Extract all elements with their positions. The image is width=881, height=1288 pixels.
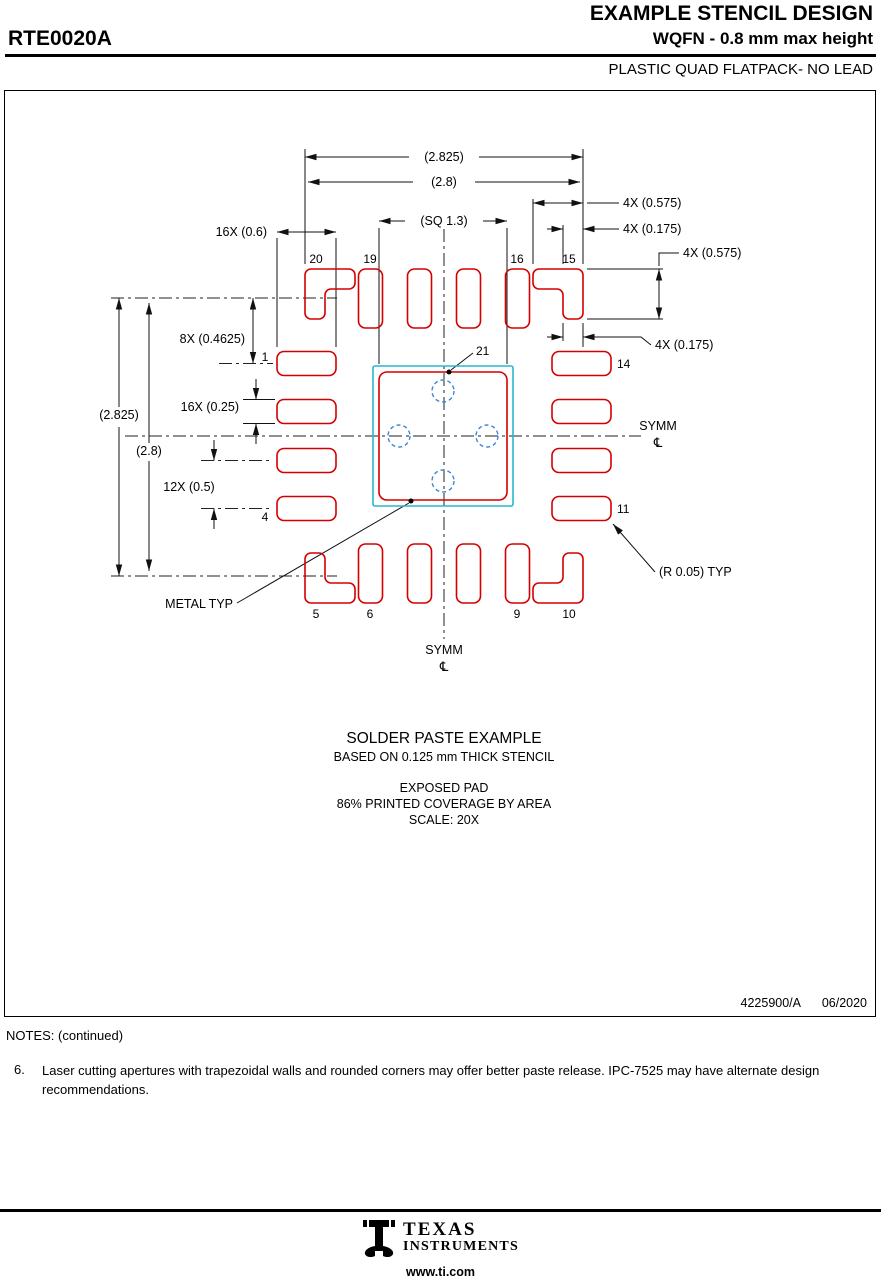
aperture-right-4 bbox=[551, 495, 612, 522]
pin-label-6: 6 bbox=[367, 607, 374, 621]
centerline-symbol-bottom: ℄ bbox=[439, 660, 449, 675]
part-number: RTE0020A bbox=[8, 27, 112, 50]
corner-aperture-pin5 bbox=[304, 552, 356, 604]
pin-label-15: 15 bbox=[562, 252, 576, 266]
leader-dot-pin21 bbox=[446, 369, 452, 375]
caption-title: SOLDER PASTE EXAMPLE bbox=[346, 730, 541, 747]
metal-typ-label: METAL TYP bbox=[165, 597, 233, 611]
dim-corner-top-width: 4X (0.175) bbox=[623, 222, 681, 236]
exposed-pad-aperture bbox=[378, 371, 508, 501]
caption-line1: BASED ON 0.125 mm THICK STENCIL bbox=[334, 750, 555, 764]
package-height-subtitle: WQFN - 0.8 mm max height bbox=[652, 29, 873, 48]
page-title: EXAMPLE STENCIL DESIGN bbox=[589, 2, 873, 25]
aperture-top-3 bbox=[455, 268, 482, 329]
aperture-left-4 bbox=[276, 495, 337, 522]
aperture-bottom-1 bbox=[357, 543, 384, 604]
pin-label-4: 4 bbox=[262, 510, 269, 524]
dim-center-square: (SQ 1.3) bbox=[420, 214, 467, 228]
aperture-left-3 bbox=[276, 447, 337, 474]
aperture-right-1 bbox=[551, 350, 612, 377]
via-circles bbox=[387, 379, 499, 493]
symm-label-right: SYMM bbox=[639, 419, 677, 433]
package-type: PLASTIC QUAD FLATPACK- NO LEAD bbox=[608, 61, 874, 78]
aperture-right-3 bbox=[551, 447, 612, 474]
dim-top-inner: (2.8) bbox=[431, 175, 457, 189]
aperture-top-2 bbox=[406, 268, 433, 329]
dimension-graphics bbox=[115, 149, 679, 604]
ti-website: www.ti.com bbox=[406, 1265, 475, 1279]
aperture-bottom-2 bbox=[406, 543, 433, 604]
pin-label-11: 11 bbox=[617, 502, 630, 516]
caption-line3: 86% PRINTED COVERAGE BY AREA bbox=[337, 797, 552, 811]
ti-logo: TEXAS INSTRUMENTS bbox=[0, 1220, 881, 1258]
pin-label-19: 19 bbox=[363, 252, 377, 266]
drawing-frame: (2.825) (2.8) (SQ 1.3) 4X (0.575) 4X (0.… bbox=[4, 90, 876, 1017]
pin-label-20: 20 bbox=[309, 252, 323, 266]
note-text: Laser cutting apertures with trapezoidal… bbox=[42, 1063, 820, 1097]
notes-heading: NOTES: (continued) bbox=[6, 1028, 124, 1043]
caption-line2: EXPOSED PAD bbox=[400, 781, 489, 795]
doc-number: 4225900/A bbox=[741, 996, 802, 1010]
pin-label-10: 10 bbox=[562, 607, 576, 621]
aperture-right-2 bbox=[551, 398, 612, 425]
pin-label-9: 9 bbox=[514, 607, 521, 621]
dim-pad-length: 16X (0.6) bbox=[216, 225, 267, 239]
ti-brand-bottom: INSTRUMENTS bbox=[403, 1238, 519, 1254]
dim-corner-offset: 8X (0.4625) bbox=[180, 332, 245, 346]
header-divider bbox=[5, 54, 876, 57]
corner-aperture-pin10 bbox=[532, 552, 584, 604]
aperture-left-1 bbox=[276, 350, 337, 377]
centerlines bbox=[111, 229, 641, 639]
dim-corner-top-length: 4X (0.575) bbox=[623, 196, 681, 210]
dim-corner-right-length: 4X (0.575) bbox=[683, 246, 741, 260]
dim-pad-width: 16X (0.25) bbox=[181, 400, 239, 414]
note-number: 6. bbox=[14, 1062, 25, 1077]
corner-aperture-pin15 bbox=[532, 268, 584, 320]
exposed-pad-outline bbox=[372, 365, 514, 507]
leader-dot-metal bbox=[408, 498, 414, 504]
aperture-top-4 bbox=[504, 268, 531, 329]
ti-brand-text: TEXAS INSTRUMENTS bbox=[403, 1220, 519, 1255]
aperture-left-2 bbox=[276, 398, 337, 425]
footer-divider bbox=[0, 1209, 881, 1212]
ti-brand-top: TEXAS bbox=[403, 1219, 477, 1240]
caption-line4: SCALE: 20X bbox=[409, 813, 480, 827]
pin-label-16: 16 bbox=[510, 252, 524, 266]
exposed-pad-group bbox=[372, 365, 514, 507]
stencil-drawing: (2.825) (2.8) (SQ 1.3) 4X (0.575) 4X (0.… bbox=[99, 149, 867, 1010]
aperture-bottom-3 bbox=[455, 543, 482, 604]
pin-label-14: 14 bbox=[617, 357, 631, 371]
pin-label-21: 21 bbox=[476, 344, 490, 358]
aperture-top-1 bbox=[357, 268, 384, 329]
dim-radius-typ: (R 0.05) TYP bbox=[659, 565, 732, 579]
corner-aperture-pin20 bbox=[304, 268, 356, 320]
ti-logo-icon bbox=[363, 1220, 396, 1258]
doc-date: 06/2020 bbox=[822, 996, 867, 1010]
dim-top-outer: (2.825) bbox=[424, 150, 464, 164]
dim-left-outer: (2.825) bbox=[99, 408, 139, 422]
dim-left-inner: (2.8) bbox=[136, 444, 162, 458]
pin-label-5: 5 bbox=[313, 607, 320, 621]
aperture-bottom-4 bbox=[504, 543, 531, 604]
dim-corner-right-width: 4X (0.175) bbox=[655, 338, 713, 352]
pin-label-1: 1 bbox=[262, 350, 269, 364]
symm-label-bottom: SYMM bbox=[425, 643, 463, 657]
stencil-pads bbox=[276, 268, 612, 604]
centerline-symbol-right: ℄ bbox=[653, 436, 663, 451]
dim-pitch: 12X (0.5) bbox=[163, 480, 214, 494]
